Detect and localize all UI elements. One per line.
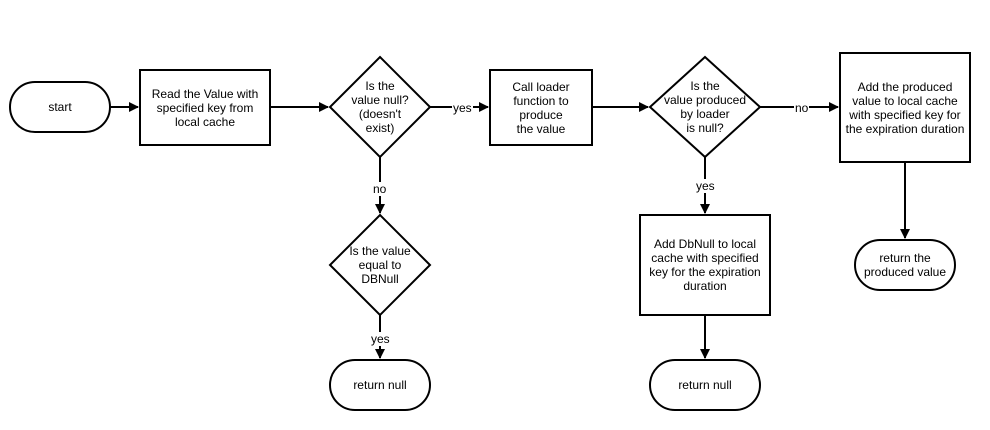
produced-null-label: Is the value produced by loader is null? <box>663 79 747 135</box>
return-null-left-node <box>329 359 431 411</box>
return-produced-label: return the produced value <box>863 251 947 279</box>
add-dbnull-label: Add DbNull to local cache with specified… <box>649 237 761 293</box>
is-null-label: Is the value null? (doesn't exist) <box>351 79 409 135</box>
return-null-mid-node <box>649 359 761 411</box>
call-loader-node <box>489 69 593 146</box>
add-produced-node <box>839 52 971 163</box>
equal-dbnull-decision <box>328 213 432 317</box>
produced-null-no-label: no <box>794 101 810 115</box>
return-null-mid-label: return null <box>678 378 732 392</box>
add-produced-label: Add the produced value to local cache wi… <box>845 79 965 136</box>
produced-null-decision <box>648 55 762 159</box>
add-dbnull-node <box>639 214 771 316</box>
equal-dbnull-yes-label: yes <box>370 332 391 346</box>
is-null-no-label: no <box>372 182 388 196</box>
read-cache-node <box>139 69 271 146</box>
read-cache-label: Read the Value with specified key from l… <box>151 86 259 129</box>
produced-null-yes-label: yes <box>695 179 716 193</box>
equal-dbnull-label: Is the value equal to DBNull <box>349 244 411 286</box>
start-label: start <box>48 100 72 114</box>
call-loader-label: Call loader function to produce the valu… <box>512 79 570 136</box>
return-null-left-label: return null <box>353 378 407 392</box>
is-null-yes-label: yes <box>452 101 473 115</box>
start-node <box>9 81 111 133</box>
is-null-decision <box>328 55 432 159</box>
return-produced-node <box>854 239 956 291</box>
